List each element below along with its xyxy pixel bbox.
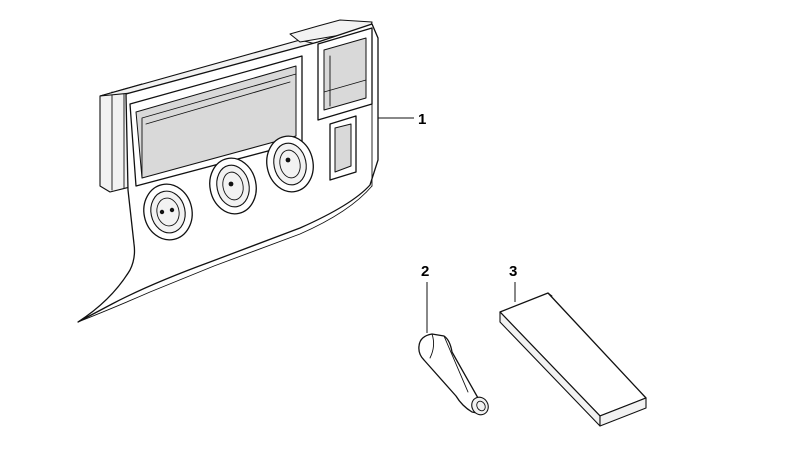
callout-3: 3 bbox=[509, 263, 517, 280]
part-2-knob bbox=[418, 333, 489, 416]
knob-middle bbox=[209, 157, 257, 215]
part-1-console-panel bbox=[77, 19, 379, 323]
knob-left bbox=[143, 183, 193, 241]
part-3-pad bbox=[499, 292, 647, 427]
callout-2: 2 bbox=[421, 263, 429, 280]
callout-1: 1 bbox=[418, 111, 426, 128]
knob-right bbox=[266, 135, 314, 193]
